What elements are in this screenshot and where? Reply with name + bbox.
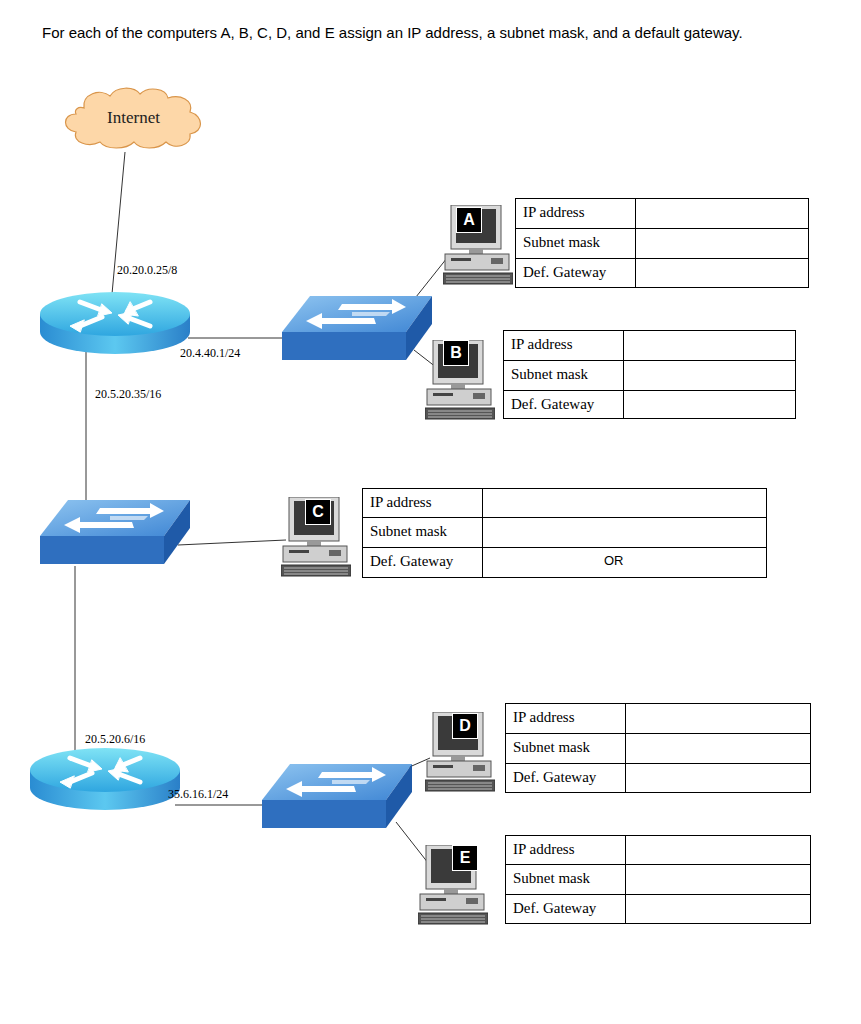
interface-address: 20.5.20.6/16: [85, 732, 145, 747]
table-cell: Subnet mask: [513, 870, 590, 887]
table-cell: Def. Gateway: [370, 553, 453, 570]
computer-letter-badge: E: [452, 845, 478, 871]
table-cell: Def. Gateway: [513, 900, 596, 917]
table-cell: IP address: [511, 336, 573, 353]
table-cell: OR: [604, 553, 624, 568]
table-cell: IP address: [513, 841, 575, 858]
computer-icon: [425, 712, 495, 791]
table-cell: IP address: [523, 204, 585, 221]
computer-letter-badge: B: [443, 340, 469, 366]
computer-letter: D: [459, 717, 471, 735]
computer-letter-badge: C: [305, 499, 331, 525]
table-cell: Def. Gateway: [513, 769, 596, 786]
switch-icon: [262, 764, 412, 828]
switch-icon: [40, 500, 190, 564]
table-cell: IP address: [370, 494, 432, 511]
table-cell: Subnet mask: [370, 523, 447, 540]
computer-icon: [281, 497, 351, 576]
computer-letter-badge: D: [452, 713, 478, 739]
router-icon: [40, 292, 190, 354]
table-cell: Subnet mask: [523, 234, 600, 251]
cloud-texts: Internet: [107, 108, 160, 128]
title-text: For each of the computers A, B, C, D, an…: [42, 24, 743, 41]
computer-icon: [418, 845, 488, 924]
computer-letter: B: [450, 344, 462, 362]
computer-letter: E: [459, 849, 471, 867]
computer-letter: C: [312, 503, 324, 521]
interface-address: 20.4.40.1/24: [180, 346, 240, 361]
router-icon: [30, 748, 180, 810]
computer-letter: A: [463, 211, 475, 229]
interface-address: 20.5.20.35/16: [95, 387, 161, 402]
switch-icon: [282, 296, 432, 360]
cloud-label: Internet: [107, 108, 160, 128]
table-cell: Def. Gateway: [511, 396, 594, 413]
computer-icon: [425, 340, 495, 419]
answer-tables: [362, 198, 811, 924]
table-cell: Subnet mask: [511, 366, 588, 383]
computer-icon: [443, 205, 513, 284]
interface-address: 35.6.16.1/24: [168, 787, 228, 802]
table-cell: IP address: [513, 709, 575, 726]
cloud-node: Internet: [62, 86, 205, 150]
computer-letter-badge: A: [456, 207, 482, 233]
table-cell: Def. Gateway: [523, 264, 606, 281]
interface-address: 20.20.0.25/8: [117, 263, 177, 278]
table-cell: Subnet mask: [513, 739, 590, 756]
